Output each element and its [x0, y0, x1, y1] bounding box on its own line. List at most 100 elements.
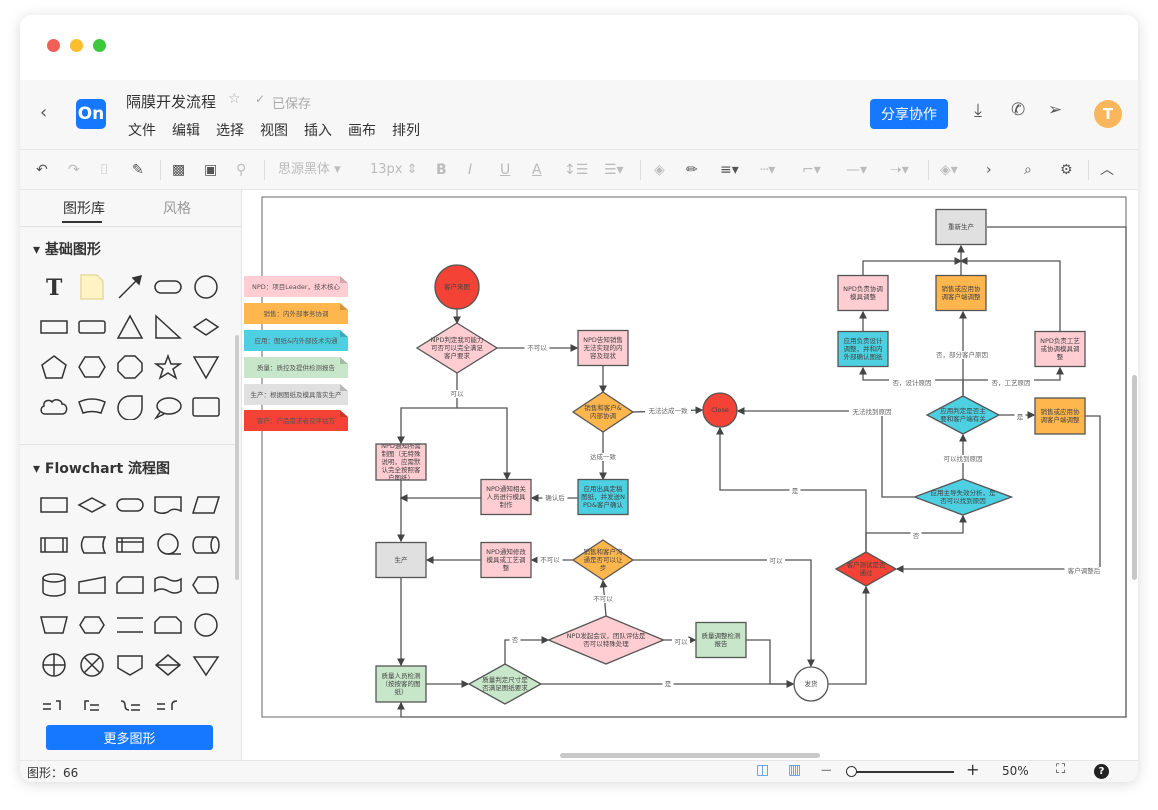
shape-cloud[interactable]	[37, 394, 71, 420]
vertical-scrollbar[interactable]	[1132, 375, 1137, 580]
diagram-node[interactable]: 应用出具定稿图纸，并发送NPD&客户确认	[577, 478, 629, 516]
avatar[interactable]: T	[1094, 100, 1122, 128]
connector-line[interactable]	[457, 407, 511, 481]
layout-icon[interactable]: ◫	[756, 762, 770, 778]
more-tools-icon[interactable]: ›	[986, 162, 992, 178]
shape-loop-limit[interactable]	[151, 612, 185, 638]
legend-note[interactable]: 销售：内外部事务协调	[244, 303, 348, 324]
line-style-icon[interactable]: ┄▾	[760, 162, 776, 178]
shape-document[interactable]	[151, 492, 185, 518]
shape-annotation-2[interactable]	[75, 692, 109, 718]
menu-canvas[interactable]: 画布	[348, 123, 376, 139]
format-painter-icon[interactable]: ⌷	[100, 162, 109, 178]
diagram-node[interactable]: NPD通知相关人员进行模具制作	[480, 478, 532, 516]
shape-sort[interactable]	[151, 652, 185, 678]
collapse-toolbar-icon[interactable]: ︿	[1100, 162, 1114, 178]
shape-data[interactable]	[189, 492, 223, 518]
shape-rounded-rectangle[interactable]	[75, 314, 109, 340]
shape-connector[interactable]	[189, 612, 223, 638]
diagram-node[interactable]: 发货	[793, 666, 829, 702]
settings-icon[interactable]: ⚙	[1060, 162, 1073, 178]
diagram-node[interactable]: NPD通知所需制图（无特殊说明，应需默认完全按照客户图纸）	[375, 443, 427, 481]
shape-merge[interactable]	[189, 652, 223, 678]
download-icon[interactable]: ⤓	[974, 100, 982, 121]
diagram-node[interactable]: 客户来图	[434, 264, 480, 310]
shape-diamond[interactable]	[189, 314, 223, 340]
share-button[interactable]: 分享协作	[870, 99, 948, 129]
diagram-node[interactable]: NPD负责协调模具调整	[837, 274, 889, 312]
bold-icon[interactable]: B	[436, 162, 447, 178]
shape-display[interactable]	[189, 572, 223, 598]
shape-manual-operation[interactable]	[37, 612, 71, 638]
diagram-node[interactable]: NPD告知销售无法实现的内容及现状	[577, 329, 629, 367]
legend-note[interactable]: 生产：根据图纸及模具落实生产	[244, 384, 348, 405]
connector-line[interactable]	[736, 407, 914, 498]
italic-icon[interactable]: I	[468, 162, 473, 178]
redo-icon[interactable]: ↷	[68, 162, 80, 178]
diagram-node[interactable]: Close	[702, 392, 738, 428]
shape-annotation-1[interactable]	[37, 692, 71, 718]
line-end-icon[interactable]: ➝▾	[890, 162, 909, 178]
line-color-icon[interactable]: ✏	[686, 162, 698, 178]
tab-style[interactable]: 风格	[163, 201, 191, 217]
maximize-window-button[interactable]	[93, 39, 106, 52]
diagram-node[interactable]: NPD发起会议，团队评估是否可以特殊处理	[546, 615, 666, 665]
shape-direct-data[interactable]	[189, 532, 223, 558]
shape-rounded-square[interactable]	[189, 394, 223, 420]
shape-off-page-connector[interactable]	[113, 652, 147, 678]
shape-tape[interactable]	[151, 572, 185, 598]
shape-tear[interactable]	[113, 394, 147, 421]
underline-icon[interactable]: U	[500, 162, 511, 178]
diagram-node[interactable]: 客户测试是否通过	[834, 551, 898, 587]
send-icon[interactable]: ➢	[1048, 100, 1063, 120]
canvas[interactable]: NPD：项目Leader，技术核心销售：内外部事务协调应用：图纸&内外部技术沟通…	[242, 190, 1138, 760]
shape-terminator[interactable]	[113, 492, 147, 518]
shape-hexagon[interactable]	[75, 354, 109, 380]
diagram-node[interactable]: NPD负责工艺或协调模具调整	[1034, 330, 1086, 368]
shape-preparation[interactable]	[75, 612, 109, 638]
shape-text[interactable]: T	[37, 274, 71, 301]
font-size-select[interactable]: 13px ⇕	[370, 162, 418, 177]
zoom-slider-handle[interactable]	[846, 766, 857, 777]
zoom-level[interactable]: 50%	[1002, 764, 1029, 778]
undo-icon[interactable]: ↶	[36, 162, 48, 178]
tab-shape-library[interactable]: 图形库	[63, 201, 105, 217]
shape-speech-bubble[interactable]	[151, 394, 185, 420]
font-family-select[interactable]: 思源黑体 ▾	[278, 162, 341, 177]
diagram-node[interactable]: 应用主导失效分析，是否可以找到原因	[912, 478, 1014, 516]
fill-color-icon[interactable]: ◈	[654, 162, 665, 178]
shape-or[interactable]	[37, 652, 71, 678]
map-icon[interactable]: ▥	[788, 762, 802, 778]
horizontal-scrollbar[interactable]	[560, 753, 820, 758]
shape-octagon[interactable]	[113, 354, 147, 380]
close-window-button[interactable]	[47, 39, 60, 52]
menu-file[interactable]: 文件	[128, 123, 156, 139]
fullscreen-icon[interactable]: ⛶	[1056, 762, 1066, 777]
document-title[interactable]: 隔膜开发流程	[126, 93, 217, 111]
diagram-node[interactable]: NPD判定我司能力可否可以完全满足客户要求	[415, 322, 499, 374]
connector-line[interactable]	[828, 585, 870, 685]
legend-note[interactable]: 应用：图纸&内外部技术沟通	[244, 330, 348, 351]
shape-process[interactable]	[37, 492, 71, 518]
zoom-out-icon[interactable]: −	[820, 761, 833, 779]
layers-icon[interactable]: ◈▾	[940, 162, 958, 178]
zoom-slider[interactable]	[846, 771, 954, 773]
connector-line[interactable]	[959, 257, 1061, 331]
star-icon[interactable]: ☆	[228, 91, 241, 107]
menu-edit[interactable]: 编辑	[172, 123, 200, 139]
align-icon[interactable]: ☰▾	[604, 162, 624, 178]
line-height-icon[interactable]: ↕☰	[564, 162, 589, 178]
connector-line[interactable]	[862, 257, 963, 276]
diagram-node[interactable]: 应用判定是否主要和客户端有关	[925, 395, 1001, 435]
connector-line[interactable]	[397, 226, 1127, 718]
menu-arrange[interactable]: 排列	[392, 123, 420, 139]
shape-card[interactable]	[113, 572, 147, 598]
diagram-node[interactable]: 销售和客户&内部协调	[571, 391, 635, 433]
menu-select[interactable]: 选择	[216, 123, 244, 139]
connector-line[interactable]	[633, 559, 815, 668]
shape-star[interactable]	[151, 353, 185, 380]
legend-note[interactable]: NPD：项目Leader，技术核心	[244, 276, 348, 297]
shape-annotation-3[interactable]	[113, 692, 147, 718]
shape-arc-shape[interactable]	[75, 394, 109, 420]
phone-icon[interactable]: ✆	[1011, 100, 1026, 120]
